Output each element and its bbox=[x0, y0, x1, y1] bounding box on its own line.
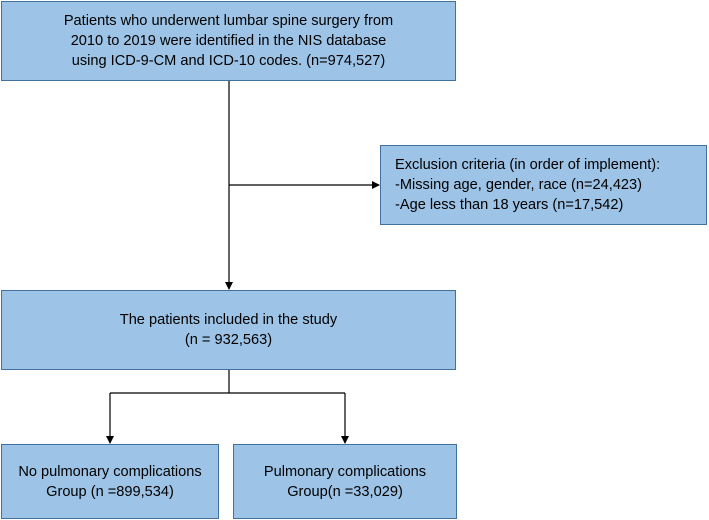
complications-line-1: Pulmonary complications bbox=[263, 463, 427, 480]
no-complications-group-box: No pulmonary complications Group (n =899… bbox=[1, 444, 219, 519]
exclusion-criteria-box: Exclusion criteria (in order of implemen… bbox=[380, 145, 707, 225]
no-complications-line-1: No pulmonary complications bbox=[18, 463, 202, 480]
exclusion-line-1: Exclusion criteria (in order of implemen… bbox=[395, 157, 661, 173]
no-complications-line-2: Group (n =899,534) bbox=[46, 483, 174, 500]
complications-group-box: Pulmonary complications Group(n =33,029) bbox=[233, 444, 457, 519]
source-line-3: using ICD-9-CM and ICD-10 codes. (n=974,… bbox=[71, 53, 386, 69]
included-line-2: (n = 932,563) bbox=[184, 332, 273, 348]
exclusion-line-3: -Age less than 18 years (n=17,542) bbox=[395, 197, 624, 213]
source-line-1: Patients who underwent lumbar spine surg… bbox=[63, 13, 394, 29]
source-line-2: 2010 to 2019 were identified in the NIS … bbox=[70, 33, 387, 49]
included-line-1: The patients included in the study bbox=[119, 312, 338, 328]
complications-line-2: Group(n =33,029) bbox=[287, 483, 403, 500]
source-population-box: Patients who underwent lumbar spine surg… bbox=[1, 1, 456, 81]
exclusion-line-2: -Missing age, gender, race (n=24,423) bbox=[395, 177, 643, 193]
included-patients-box: The patients included in the study (n = … bbox=[1, 290, 456, 370]
